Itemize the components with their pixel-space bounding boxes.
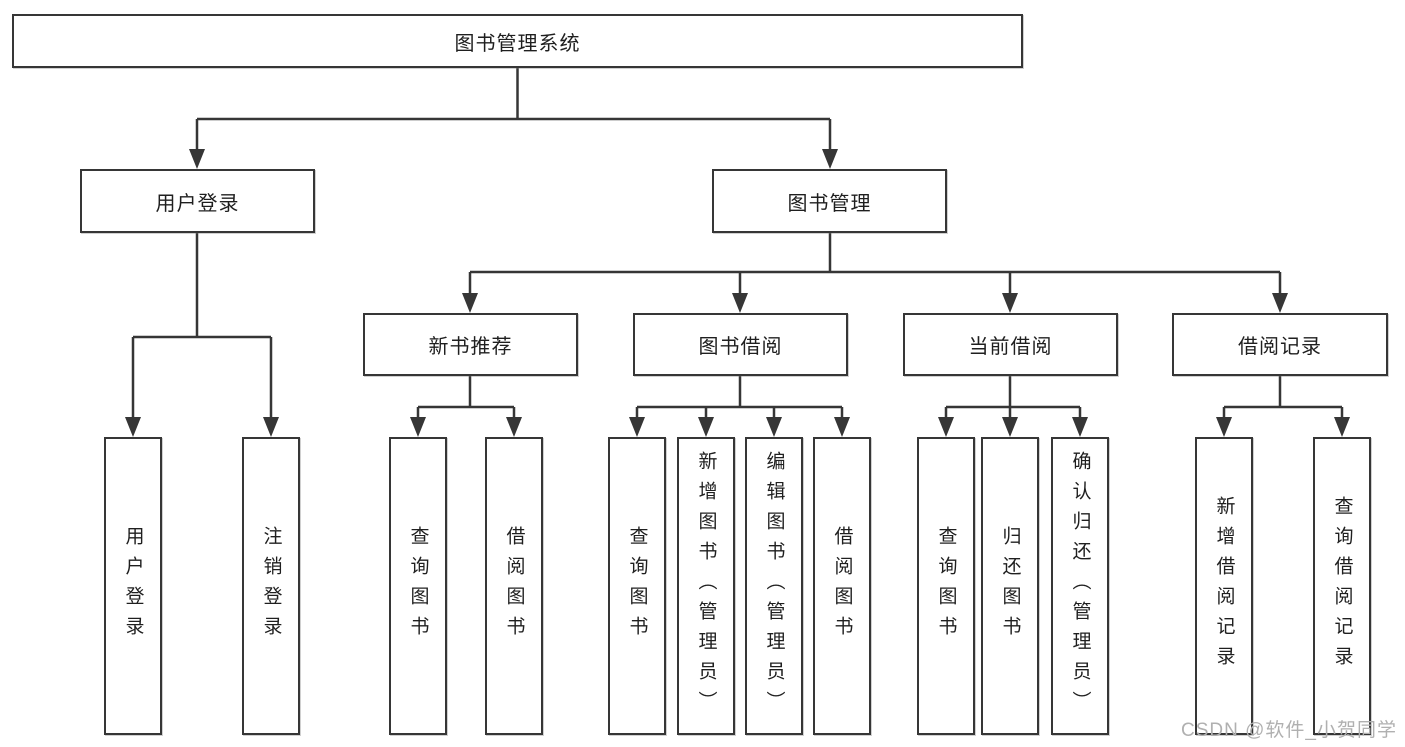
arrow-down-icon xyxy=(1216,417,1232,437)
arrow-down-icon xyxy=(766,417,782,437)
node-label: 借阅图书 xyxy=(503,526,525,646)
leaf-logout: 注销登录 xyxy=(242,437,300,735)
arrow-down-icon xyxy=(1002,293,1018,313)
node-current-borrow: 当前借阅 xyxy=(903,313,1118,376)
leaf-borrow-add-books-admin: 新增图书（管理员） xyxy=(677,437,735,735)
node-label: 查询图书 xyxy=(935,526,957,646)
node-book-management: 图书管理 xyxy=(712,169,947,233)
node-root: 图书管理系统 xyxy=(12,14,1023,68)
leaf-user-login: 用户登录 xyxy=(104,437,162,735)
leaf-borrow-edit-books-admin: 编辑图书（管理员） xyxy=(745,437,803,735)
node-label: 借阅记录 xyxy=(1238,336,1322,358)
node-label: 新书推荐 xyxy=(428,336,513,358)
node-user-login: 用户登录 xyxy=(80,169,315,233)
node-label: 图书管理 xyxy=(787,192,872,215)
node-label: 新增借阅记录 xyxy=(1213,496,1235,676)
arrow-down-icon xyxy=(698,417,714,437)
arrow-down-icon xyxy=(1072,417,1088,437)
node-label: 编辑图书（管理员） xyxy=(763,451,785,721)
node-label: 查询图书 xyxy=(407,526,429,646)
leaf-records-query-record: 查询借阅记录 xyxy=(1313,437,1371,735)
leaf-recommend-borrow-books: 借阅图书 xyxy=(485,437,543,735)
node-label: 图书借阅 xyxy=(698,336,783,358)
connector-current-borrow xyxy=(944,376,1082,419)
connector-borrow-records xyxy=(1222,376,1344,419)
arrow-down-icon xyxy=(834,417,850,437)
node-label: 用户登录 xyxy=(155,192,240,215)
leaf-current-return-books: 归还图书 xyxy=(981,437,1039,735)
node-label: 归还图书 xyxy=(999,526,1021,646)
node-label: 查询图书 xyxy=(626,526,648,646)
node-new-book-recommend: 新书推荐 xyxy=(363,313,578,376)
connector-root xyxy=(195,68,832,151)
arrow-down-icon xyxy=(189,149,205,169)
arrow-down-icon xyxy=(1002,417,1018,437)
leaf-borrow-borrow-books: 借阅图书 xyxy=(813,437,871,735)
leaf-current-query-books: 查询图书 xyxy=(917,437,975,735)
arrow-down-icon xyxy=(629,417,645,437)
node-label: 图书管理系统 xyxy=(454,32,581,55)
node-label: 新增图书（管理员） xyxy=(695,451,717,721)
node-label: 当前借阅 xyxy=(968,336,1053,358)
connector-user-login xyxy=(131,233,273,419)
leaf-borrow-query-books: 查询图书 xyxy=(608,437,666,735)
leaf-records-add-record: 新增借阅记录 xyxy=(1195,437,1253,735)
connector-new-book-recommend xyxy=(416,376,516,419)
connector-book-management xyxy=(468,233,1282,295)
arrow-down-icon xyxy=(822,149,838,169)
arrow-down-icon xyxy=(732,293,748,313)
node-label: 借阅图书 xyxy=(831,526,853,646)
node-label: 用户登录 xyxy=(122,526,144,646)
arrow-down-icon xyxy=(462,293,478,313)
node-label: 查询借阅记录 xyxy=(1331,496,1353,676)
leaf-current-confirm-return-admin: 确认归还（管理员） xyxy=(1051,437,1109,735)
connector-book-borrow xyxy=(635,376,844,419)
arrow-down-icon xyxy=(1272,293,1288,313)
arrow-down-icon xyxy=(263,417,279,437)
arrow-down-icon xyxy=(938,417,954,437)
arrow-down-icon xyxy=(1334,417,1350,437)
node-borrow-records: 借阅记录 xyxy=(1172,313,1388,376)
leaf-recommend-query-books: 查询图书 xyxy=(389,437,447,735)
node-label: 注销登录 xyxy=(260,526,282,646)
arrowheads xyxy=(125,149,1350,437)
arrow-down-icon xyxy=(125,417,141,437)
arrow-down-icon xyxy=(410,417,426,437)
node-label: 确认归还（管理员） xyxy=(1069,451,1091,721)
arrow-down-icon xyxy=(506,417,522,437)
node-book-borrow: 图书借阅 xyxy=(633,313,848,376)
